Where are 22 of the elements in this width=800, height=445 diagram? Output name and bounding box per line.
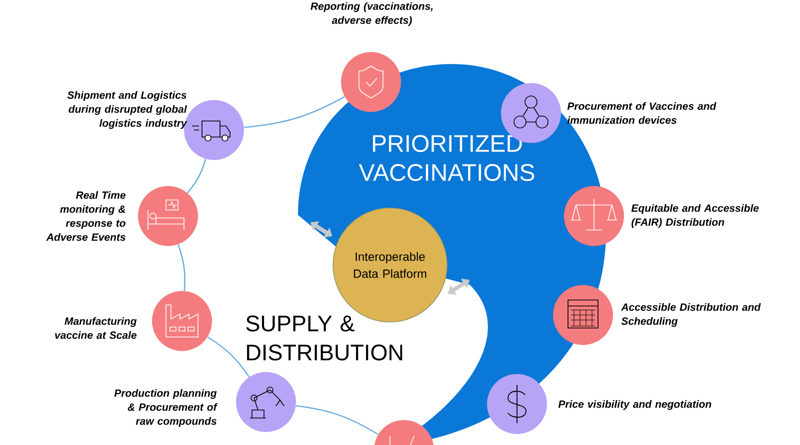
icon-circle (236, 372, 296, 432)
caption-text: Accessible Distribution and Scheduling (621, 303, 761, 327)
ring-line (186, 158, 206, 194)
caption-text: Procurement of Vaccines and immunization devices (567, 102, 716, 124)
icon-circle (138, 186, 198, 246)
caption-text: Price visibility and negotiation (558, 400, 712, 410)
ring-line (178, 244, 186, 291)
section-title: PRIORITIZED VACCINATIONS (358, 135, 534, 181)
caption-text: Reporting (vaccinations, adverse effects) (310, 2, 433, 26)
ring-line (244, 96, 345, 128)
caption-text: Shipment and Logistics during disrupted global logistics industry (67, 91, 188, 129)
icon-circle (553, 285, 613, 345)
ring-line (296, 405, 378, 435)
icon-circle (487, 374, 547, 434)
caption-text: Manufacturing vaccine at Scale (55, 317, 137, 339)
ring-line (207, 336, 250, 378)
icon-circle (564, 186, 624, 246)
caption-text: Production planning & Procurement of raw compounds (114, 389, 218, 427)
icon-circle (341, 52, 401, 112)
caption-text: Real Time monitoring & response to Adverse Events (46, 191, 126, 241)
icon-circle (152, 291, 212, 351)
caption-text: Equitable and Accessible (FAIR) Distribution (631, 204, 759, 228)
